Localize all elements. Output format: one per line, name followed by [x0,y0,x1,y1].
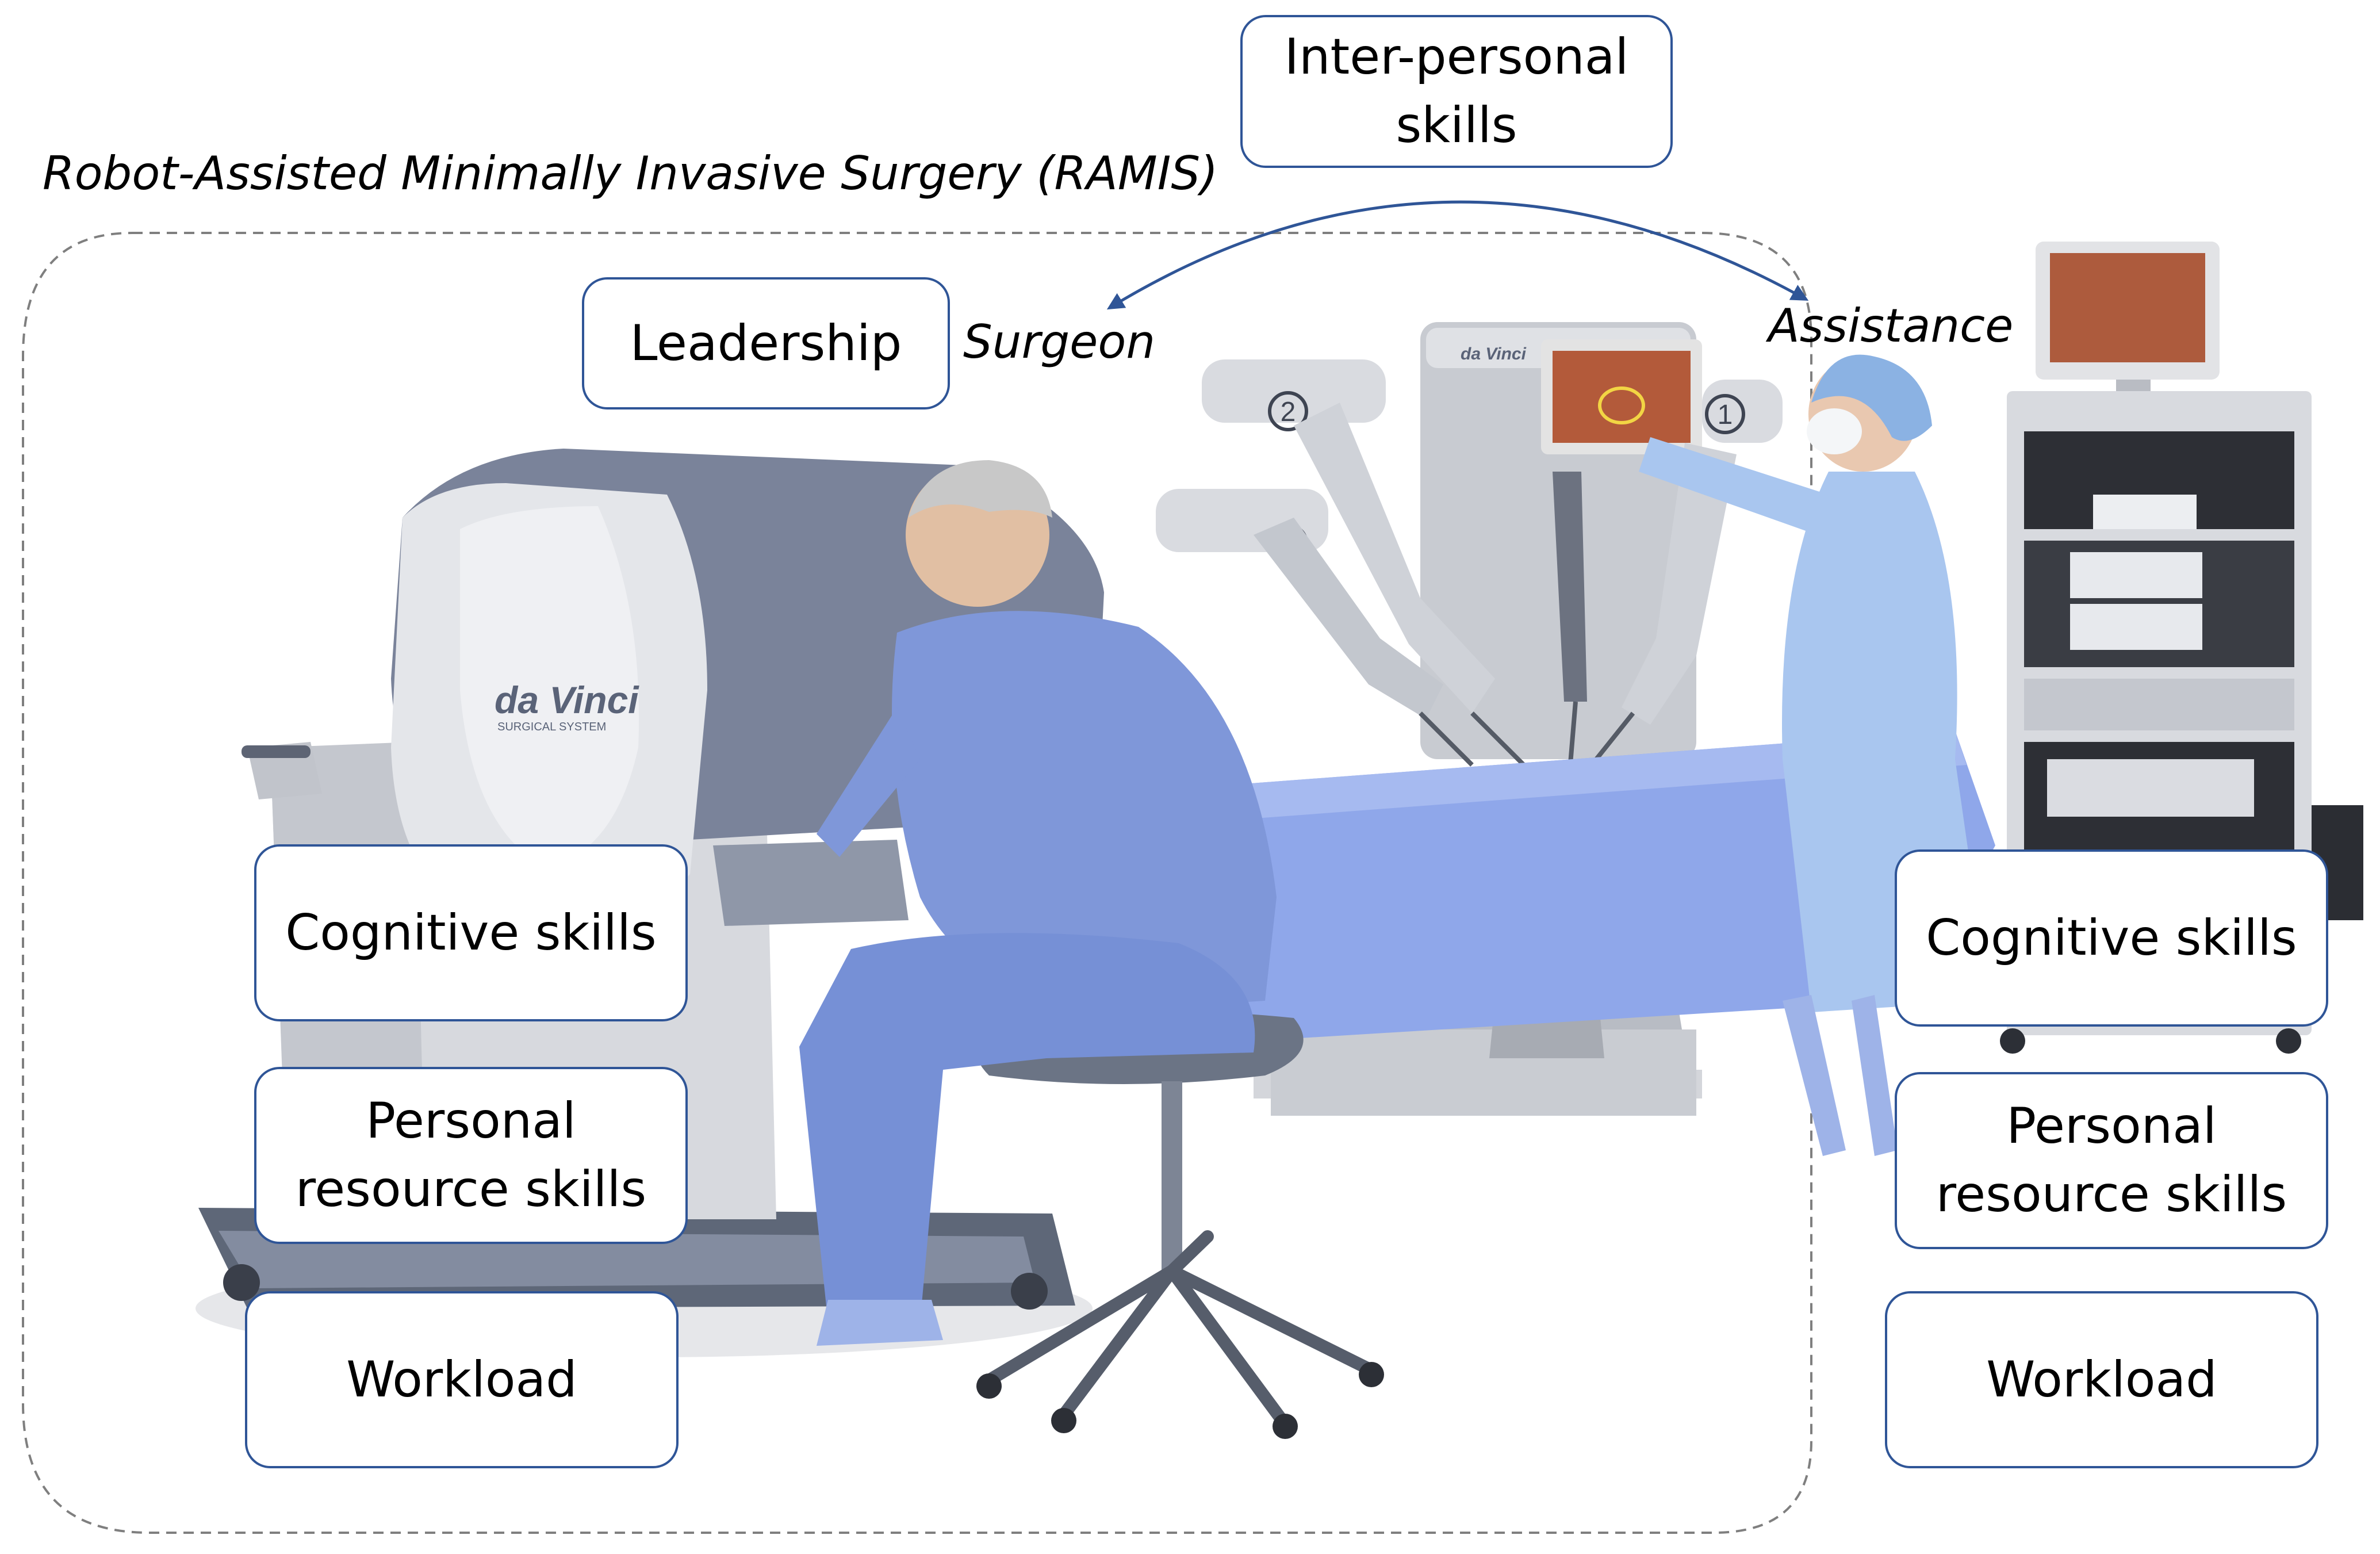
assistance-label: Assistance [1768,299,2014,353]
assistant-cognitive-skills-box: Cognitive skills [1895,849,2328,1027]
surgeon-cognitive-skills-box: Cognitive skills [254,844,688,1021]
surgeon-workload-box: Workload [245,1291,679,1468]
surgeon-label: Surgeon [963,315,1156,369]
cart-brand-text: da Vinci [1461,345,1527,363]
console-brand-text: da Vinci [495,679,639,721]
leadership-box: Leadership [582,277,950,409]
double-headed-arrow-icon [1106,200,1809,310]
diagram-title: Robot-Assisted Minimally Invasive Surger… [43,147,1218,200]
arm-number-1: 1 [1718,400,1733,430]
surgeon-personal-resource-skills-box: Personal resource skills [254,1067,688,1244]
inter-personal-skills-box: Inter-personal skills [1240,15,1673,168]
arm-number-2: 2 [1281,397,1296,427]
surgeon-figure [799,460,1277,1346]
ramis-region-outline [22,232,1812,1534]
assistant-workload-box: Workload [1885,1291,2318,1468]
assistant-personal-resource-skills-box: Personal resource skills [1895,1072,2328,1249]
console-subtitle-text: SURGICAL SYSTEM [497,721,606,733]
